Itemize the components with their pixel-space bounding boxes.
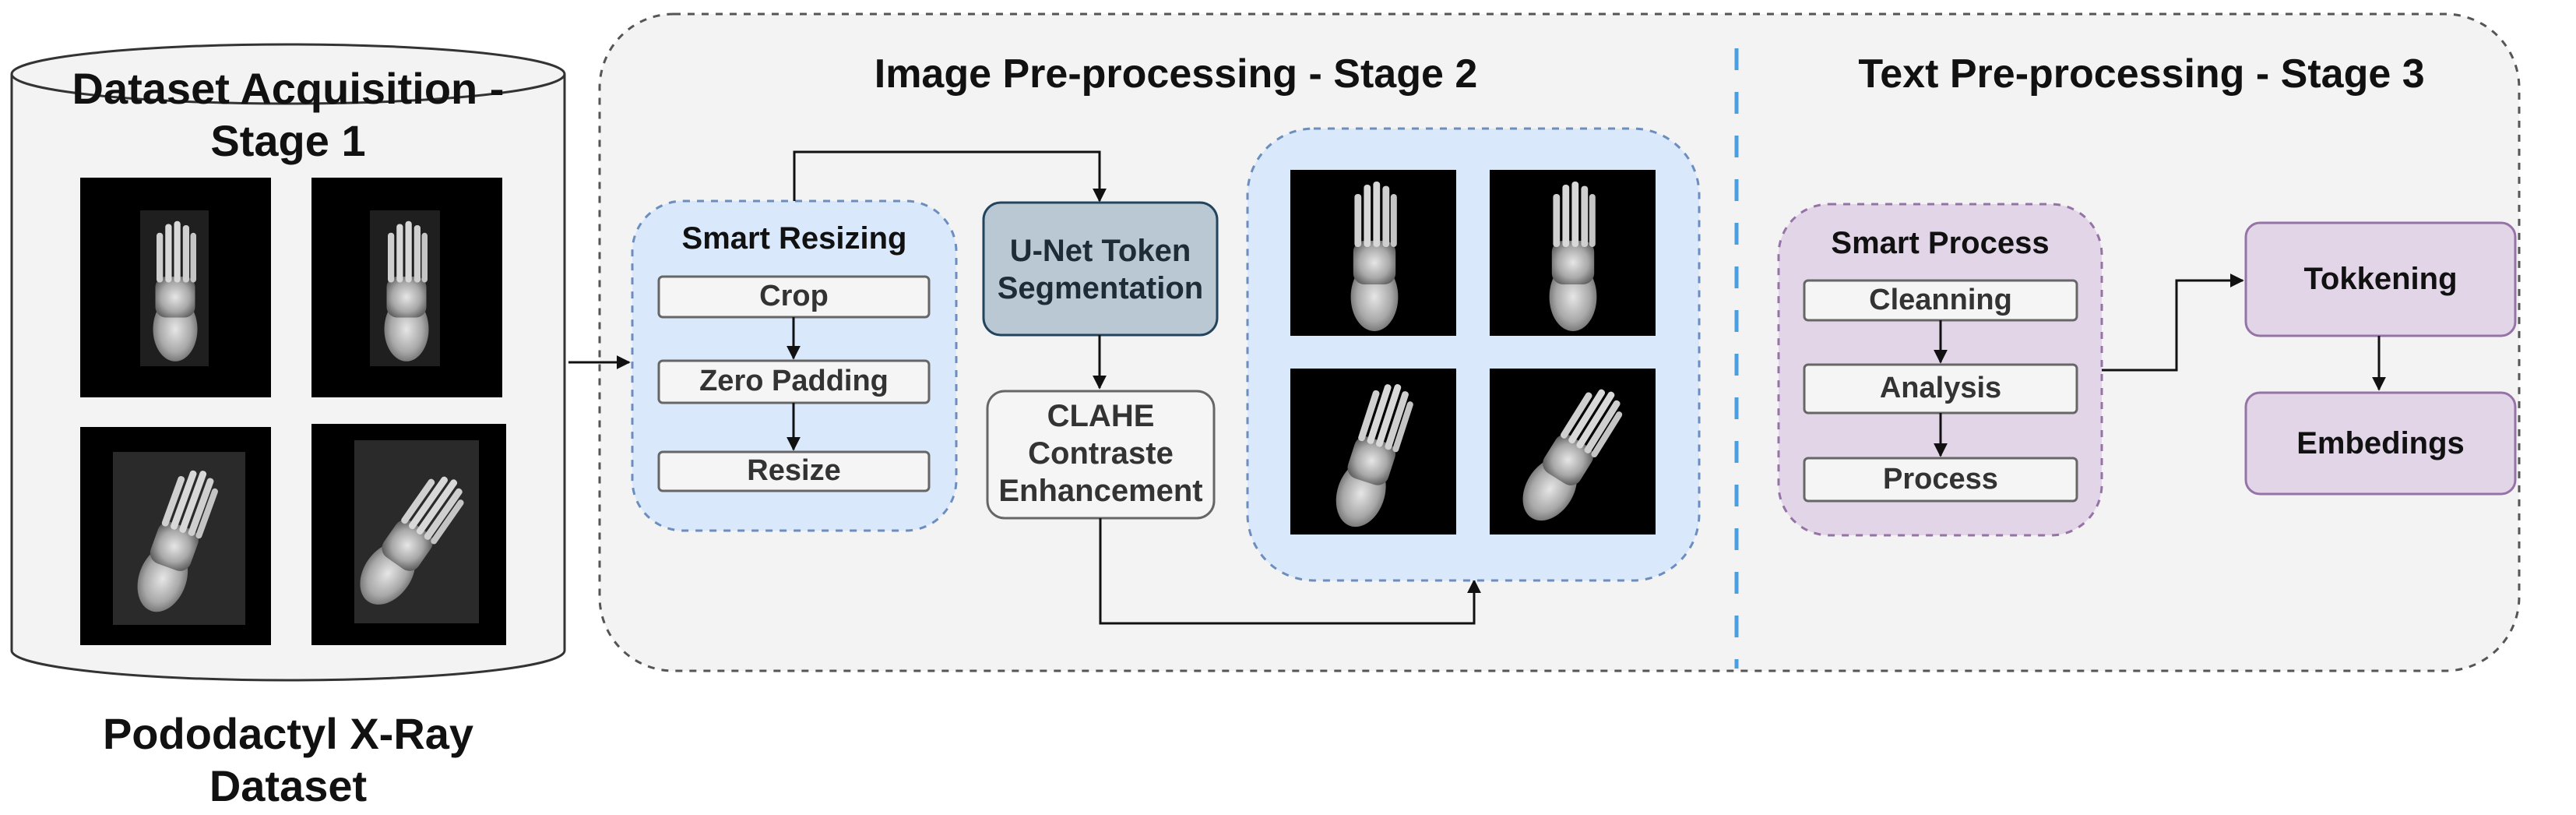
dataset-caption: Pododactyl X-Ray Dataset [12,707,565,812]
dataset-caption-line1: Pododactyl X-Ray [102,709,474,758]
unet-label-line2: Segmentation [997,271,1204,305]
crop-step-label: Crop [759,280,829,312]
cleaning-step-label: Cleanning [1869,284,2012,316]
foot-xray-icon [384,221,429,362]
arrow-process-to-tokkening [2102,273,2244,372]
embedings-box [2244,391,2517,496]
stage2-title: Image Pre-processing - Stage 2 [874,51,1478,97]
resize-step-box [657,450,931,492]
unet-label: U-Net Token Segmentation [984,232,1217,307]
dataset-caption-line2: Dataset [209,761,368,811]
xray-thumbnail-4 [311,424,506,645]
smart-resizing-title: Smart Resizing [681,221,907,256]
embedings-label: Embedings [2296,426,2465,460]
clahe-label: CLAHE Contraste Enhancement [987,397,1214,510]
xray-thumbnail-3 [80,427,271,645]
arrow-clahe-to-output [1099,518,1481,625]
arrow-resizing-to-unet [793,150,1107,203]
clahe-label-line2: Contraste [1028,436,1174,471]
zero-padding-step-label: Zero Padding [699,365,889,397]
foot-xray-icon [1549,182,1597,331]
stage1-title-line2: Stage 1 [210,116,366,166]
foot-xray-icon [1350,182,1399,331]
process-step-box [1803,457,2078,503]
unet-label-line1: U-Net Token [1009,234,1191,268]
stage3-title: Text Pre-processing - Stage 3 [1858,51,2425,97]
foot-xray-icon [153,221,198,362]
xray-thumbnail-2 [311,178,502,397]
resize-step-label: Resize [747,454,841,487]
processed-xray-4 [1490,369,1656,535]
tokkening-box [2244,221,2517,337]
processed-xray-3 [1290,369,1456,535]
process-step-label: Process [1883,463,1998,496]
processed-xray-1 [1290,170,1456,336]
clahe-label-line3: Enhancement [998,474,1203,508]
smart-process-title: Smart Process [1831,226,2050,260]
xray-thumbnail-1 [80,178,271,397]
stage1-title-line1: Dataset Acquisition - [72,64,505,113]
tokkening-label: Tokkening [2303,262,2458,296]
stage1-title: Dataset Acquisition - Stage 1 [12,62,565,167]
clahe-label-line1: CLAHE [1047,399,1155,433]
analysis-step-label: Analysis [1879,372,2002,404]
processed-xray-2 [1490,170,1656,336]
